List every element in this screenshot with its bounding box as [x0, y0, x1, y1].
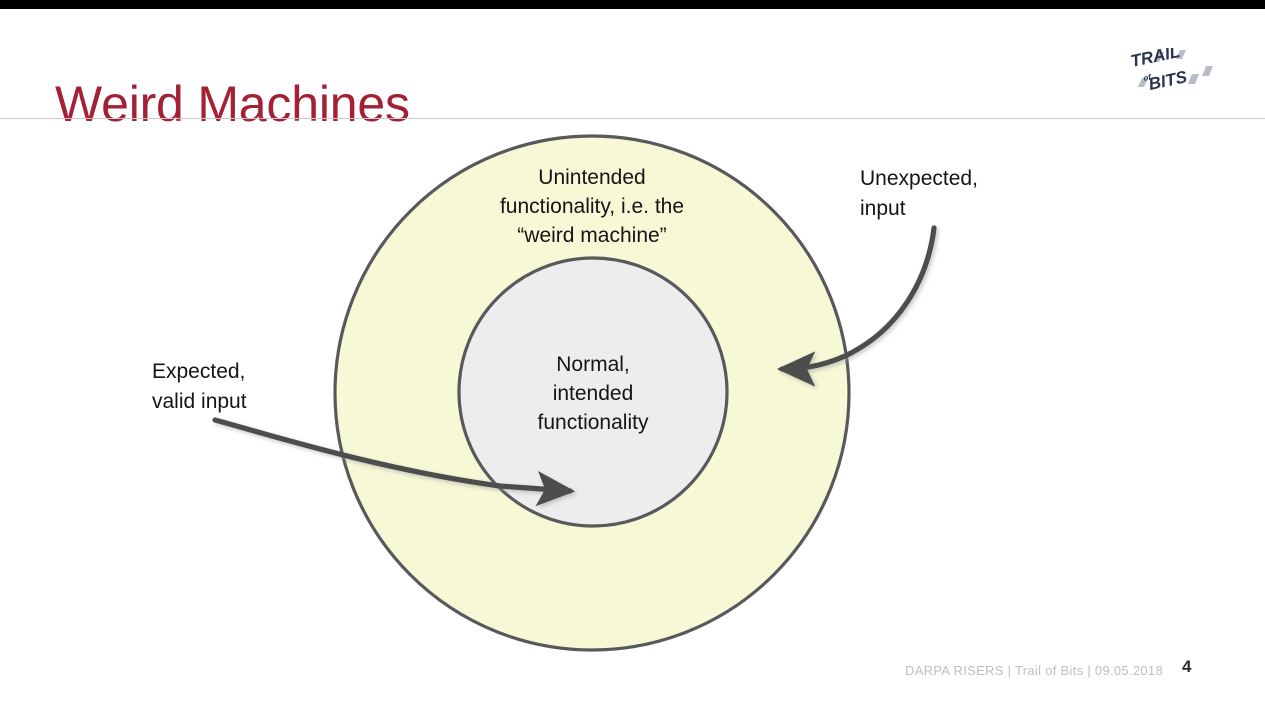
outer-circle-label: Unintended functionality, i.e. the “weir… — [499, 166, 685, 247]
header-divider — [0, 118, 1265, 119]
page-number: 4 — [1182, 657, 1192, 676]
expected-input-label: Expected, valid input — [152, 360, 247, 413]
unexpected-input-label: Unexpected, input — [860, 167, 978, 220]
unexpected-input-arrow — [776, 225, 937, 387]
svg-text:of: of — [1143, 72, 1154, 83]
top-black-bar — [0, 0, 1265, 9]
footer-attribution: DARPA RISERS | Trail of Bits | 09.05.201… — [905, 663, 1163, 678]
expected-input-arrow — [212, 417, 576, 507]
inner-circle-label: Normal, intended functionality — [537, 353, 649, 434]
inner-circle — [457, 256, 729, 528]
page-title: Weird Machines — [55, 75, 410, 132]
